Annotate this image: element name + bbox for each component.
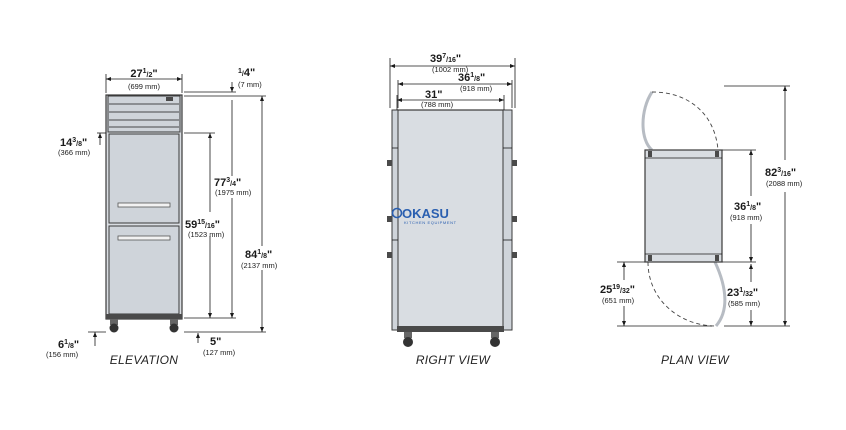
plan-overall-dim: 823/16" [765, 167, 796, 179]
elevation-drawing: 271/2" (699 mm) 1/4" (7 mm) 143/8" (366 … [46, 67, 278, 367]
elevation-caster-size-mm: (127 mm) [203, 348, 236, 357]
elevation-gap-mm: (7 mm) [238, 80, 262, 89]
plan-overall-mm: (2088 mm) [766, 179, 803, 188]
elevation-lower-height-mm: (1523 mm) [188, 230, 225, 239]
plan-left-swing-dim: 2519/32" [600, 284, 635, 296]
elevation-door-height-mm: (1975 mm) [215, 188, 252, 197]
elevation-caption: ELEVATION [110, 353, 179, 367]
plan-left-swing-mm: (651 mm) [602, 296, 635, 305]
okasu-logo: OKASU KITCHEN EQUIPMENT [391, 206, 457, 225]
elevation-gap-dim: 1/4" [238, 67, 255, 79]
right-overall-depth-mm: (1002 mm) [432, 65, 469, 74]
right-view-drawing: 397/16" (1002 mm) 361/8" (918 mm) 31" (7… [387, 53, 517, 367]
elevation-caster-height-dim: 61/8" [58, 339, 79, 351]
right-cabinet-depth-dim: 31" [425, 89, 442, 101]
plan-right-swing-mm: (585 mm) [728, 299, 761, 308]
elevation-overall-height-dim: 841/8" [245, 249, 272, 261]
elevation-door-offset-dim: 143/8" [60, 137, 87, 149]
right-view-caption: RIGHT VIEW [416, 353, 492, 367]
right-body-depth-mm: (918 mm) [460, 84, 493, 93]
right-body-depth-dim: 361/8" [458, 72, 485, 84]
elevation-caster-height-mm: (156 mm) [46, 350, 79, 359]
right-cabinet-depth-mm: (788 mm) [421, 100, 454, 109]
plan-body-mm: (918 mm) [730, 213, 763, 222]
elevation-overall-height-mm: (2137 mm) [241, 261, 278, 270]
elevation-caster-size-dim: 5" [210, 336, 221, 348]
plan-view-caption: PLAN VIEW [661, 353, 730, 367]
logo-brand: OKASU [402, 206, 449, 221]
elevation-door-height-dim: 773/4" [214, 177, 241, 189]
right-overall-depth-dim: 397/16" [430, 53, 461, 65]
elevation-door-offset-mm: (366 mm) [58, 148, 91, 157]
elevation-width-dim: 271/2" [130, 68, 157, 80]
plan-view-drawing: 823/16" (2088 mm) 361/8" (918 mm) 2519/3… [600, 85, 803, 367]
plan-body-dim: 361/8" [734, 201, 761, 213]
elevation-lower-height-dim: 5915/16" [185, 219, 220, 231]
plan-right-swing-dim: 231/32" [727, 287, 758, 299]
logo-tagline: KITCHEN EQUIPMENT [404, 220, 457, 225]
elevation-width-mm: (699 mm) [128, 82, 161, 91]
